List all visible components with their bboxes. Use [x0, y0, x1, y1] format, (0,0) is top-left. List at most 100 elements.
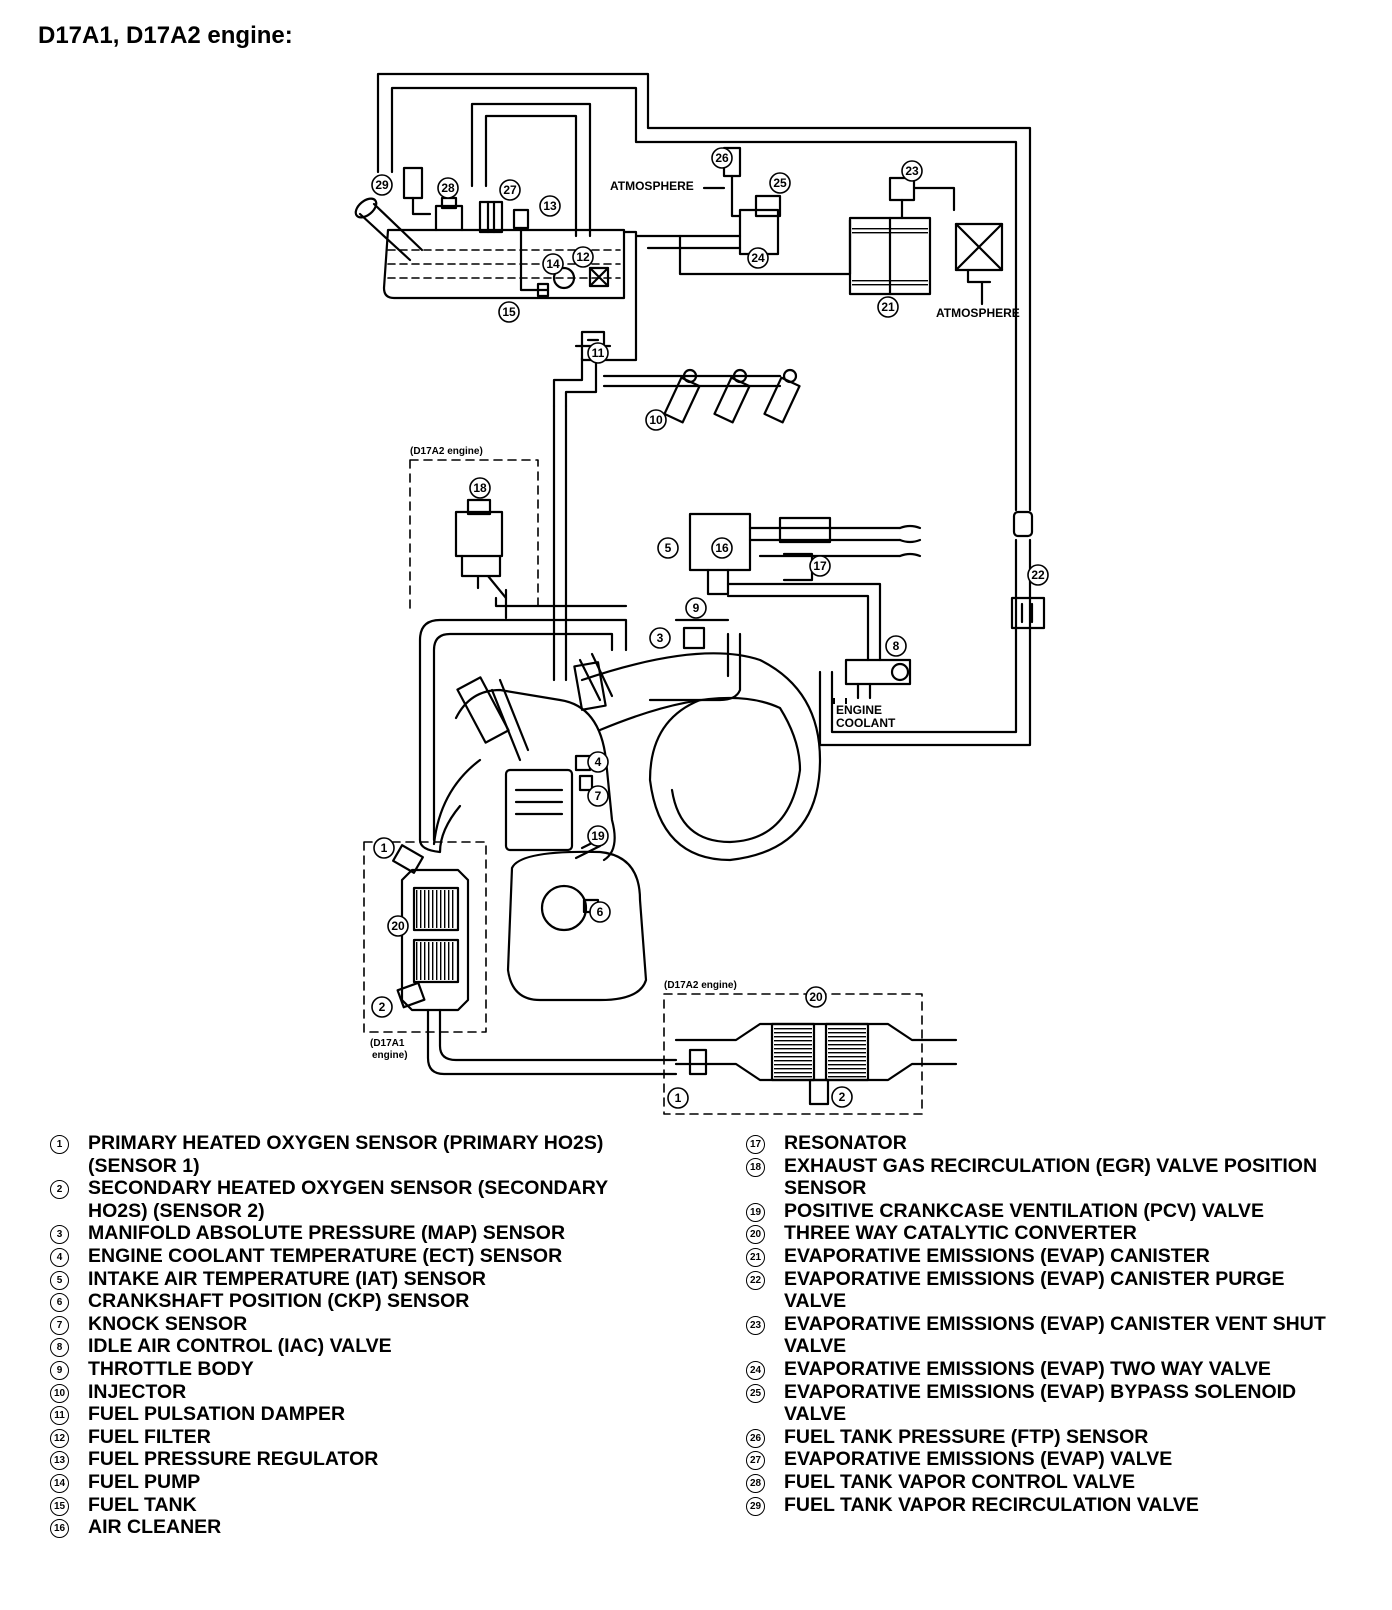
tank-valve-27 — [478, 200, 504, 234]
canister-vent-shut-valve-23 — [888, 176, 956, 220]
legend-item: 2 SECONDARY HEATED OXYGEN SENSOR (SECONDA… — [46, 1177, 616, 1222]
catalytic-converter-d17a2 — [688, 1022, 870, 1106]
cat-d17a2-box — [663, 993, 923, 1115]
callout-5: 5 — [665, 541, 672, 555]
callout-9: 9 — [693, 601, 700, 615]
callout-25: 25 — [773, 176, 787, 190]
legend-text: MANIFOLD ABSOLUTE PRESSURE (MAP) SENSOR — [88, 1222, 566, 1245]
legend-number: 8 — [50, 1338, 69, 1358]
callout-29: 29 — [375, 178, 389, 192]
callout-19: 19 — [591, 829, 605, 843]
legend-number: 15 — [50, 1496, 69, 1516]
legend-text: FUEL FILTER — [88, 1425, 211, 1448]
callout-27: 27 — [503, 183, 517, 197]
legend-number: 28 — [746, 1473, 765, 1493]
legend-number: 13 — [50, 1451, 69, 1471]
callout-11: 11 — [592, 346, 605, 360]
engine-block — [454, 652, 648, 1002]
legend-number: 10 — [50, 1383, 69, 1403]
legend-text: KNOCK SENSOR — [88, 1312, 248, 1335]
legend-number: 18 — [746, 1157, 765, 1177]
vapor-line-left — [494, 588, 628, 620]
callout-18: 18 — [473, 481, 487, 495]
legend-number: 22 — [746, 1270, 765, 1290]
cat-d17a1-box — [363, 841, 487, 1033]
legend-text: EVAPORATIVE EMISSIONS (EVAP) VALVE — [784, 1448, 1173, 1471]
legend-item: 13 FUEL PRESSURE REGULATOR — [46, 1448, 616, 1471]
legend-number: 24 — [746, 1360, 765, 1380]
callout-1a: 1 — [381, 841, 388, 855]
legend-item: 3 MANIFOLD ABSOLUTE PRESSURE (MAP) SENSOR — [46, 1222, 616, 1245]
intake-manifold — [580, 652, 822, 862]
iac-valve-8 — [844, 658, 912, 700]
legend-text: ENGINE COOLANT TEMPERATURE (ECT) SENSOR — [88, 1244, 563, 1267]
canister-purge-valve-22 — [1010, 510, 1046, 630]
callout-20b: 20 — [809, 990, 823, 1004]
legend-text: THREE WAY CATALYTIC CONVERTER — [784, 1222, 1137, 1245]
injectors-10 — [663, 368, 801, 424]
legend-number: 2 — [50, 1180, 69, 1200]
d17a1-box-label-line2: engine) — [372, 1050, 408, 1061]
legend-number: 20 — [746, 1225, 765, 1245]
legend-text: SECONDARY HEATED OXYGEN SENSOR (SECONDAR… — [88, 1177, 608, 1222]
legend-number: 16 — [50, 1519, 69, 1539]
legend-number: 7 — [50, 1315, 69, 1335]
legend-item: 20 THREE WAY CATALYTIC CONVERTER — [742, 1222, 1352, 1245]
legend-text: CRANKSHAFT POSITION (CKP) SENSOR — [88, 1290, 470, 1313]
d17a2-cat-box-label: (D17A2 engine) — [664, 980, 737, 991]
legend-text: EVAPORATIVE EMISSIONS (EVAP) CANISTER VE… — [784, 1312, 1326, 1358]
legend-text: FUEL PULSATION DAMPER — [88, 1403, 346, 1426]
legend-number: 4 — [50, 1247, 69, 1267]
knock-sensor-7 — [578, 774, 594, 792]
legend-number: 23 — [746, 1315, 765, 1335]
callout-10: 10 — [649, 413, 663, 427]
engine-coolant-label-line1: ENGINE — [836, 703, 882, 717]
legend-number: 17 — [746, 1135, 765, 1154]
legend-text: THROTTLE BODY — [88, 1357, 254, 1380]
legend-text: FUEL TANK PRESSURE (FTP) SENSOR — [784, 1425, 1149, 1448]
page-title: D17A1, D17A2 engine: — [38, 22, 293, 49]
callout-22: 22 — [1031, 568, 1045, 582]
legend-text: FUEL PUMP — [88, 1470, 201, 1493]
callout-20a: 20 — [391, 919, 405, 933]
legend-number: 3 — [50, 1225, 69, 1245]
pressure-regulator-13 — [512, 208, 550, 292]
callout-2a: 2 — [379, 1000, 386, 1014]
atmosphere-label-right: ATMOSPHERE — [936, 306, 1020, 320]
callout-3: 3 — [657, 631, 664, 645]
legend-number: 14 — [50, 1473, 69, 1493]
callout-6: 6 — [597, 905, 604, 919]
legend-text: FUEL PRESSURE REGULATOR — [88, 1448, 379, 1471]
callout-23: 23 — [905, 164, 919, 178]
egr-d17a2-box — [409, 459, 539, 613]
vent-filter — [954, 222, 1004, 306]
legend-item: 26 FUEL TANK PRESSURE (FTP) SENSOR — [742, 1426, 1352, 1449]
emission-system-diagram: 1 1 2 2 3 4 5 6 7 8 9 10 11 12 13 14 15 … — [354, 72, 1049, 1115]
fuel-pump-14 — [536, 266, 610, 298]
exhaust-pipe — [418, 758, 958, 1082]
legend-text: EVAPORATIVE EMISSIONS (EVAP) CANISTER PU… — [784, 1267, 1285, 1313]
legend-text: FUEL TANK VAPOR RECIRCULATION VALVE — [784, 1493, 1199, 1516]
callout-21: 21 — [881, 300, 895, 314]
callout-7: 7 — [595, 789, 602, 803]
legend-number: 26 — [746, 1428, 765, 1448]
legend-number: 21 — [746, 1247, 765, 1267]
map-sensor-3 — [682, 626, 706, 650]
legend-text: EVAPORATIVE EMISSIONS (EVAP) TWO WAY VAL… — [784, 1357, 1271, 1380]
evap-valve-assembly-24 — [634, 146, 852, 276]
air-cleaner-16 — [688, 512, 922, 662]
callout-15: 15 — [502, 305, 516, 319]
legend-text: POSITIVE CRANKCASE VENTILATION (PCV) VAL… — [784, 1199, 1264, 1222]
